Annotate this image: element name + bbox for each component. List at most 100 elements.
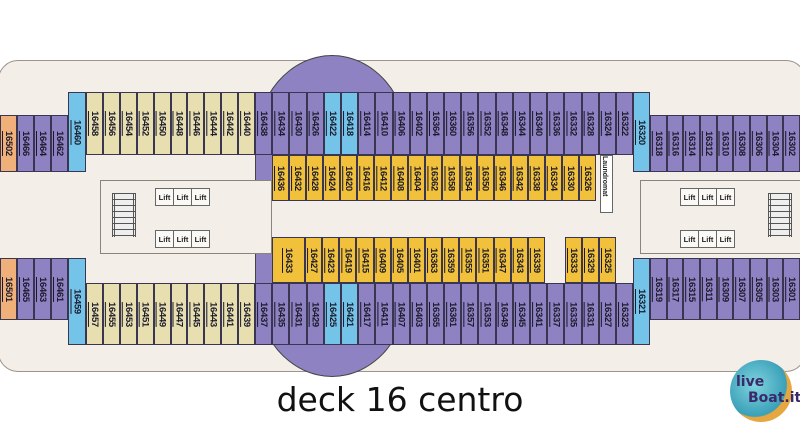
cabin-16306[interactable]: 16306 bbox=[750, 115, 767, 172]
cabin-16325[interactable]: 16325 bbox=[599, 237, 616, 283]
cabin-16458[interactable]: 16458 bbox=[86, 92, 103, 155]
cabin-16311[interactable]: 16311 bbox=[700, 258, 717, 320]
cabin-16314[interactable]: 16314 bbox=[683, 115, 701, 172]
cabin-16452[interactable]: 16452 bbox=[136, 92, 154, 155]
cabin-16356[interactable]: 16356 bbox=[461, 92, 479, 155]
cabin-16343[interactable]: 16343 bbox=[510, 237, 528, 283]
cabin-16424[interactable]: 16424 bbox=[323, 155, 341, 201]
cabin-16301[interactable]: 16301 bbox=[783, 258, 800, 320]
cabin-16344[interactable]: 16344 bbox=[512, 92, 530, 155]
cabin-16417[interactable]: 16417 bbox=[358, 283, 376, 345]
cabin-16331[interactable]: 16331 bbox=[581, 283, 599, 345]
cabin-16337[interactable]: 16337 bbox=[547, 283, 565, 345]
cabin-16404[interactable]: 16404 bbox=[408, 155, 426, 201]
cabin-16328[interactable]: 16328 bbox=[581, 92, 599, 155]
cabin-16362[interactable]: 16362 bbox=[425, 155, 443, 201]
cabin-16459[interactable]: 16459 bbox=[68, 258, 86, 345]
cabin-16302[interactable]: 16302 bbox=[783, 115, 800, 172]
cabin-16410[interactable]: 16410 bbox=[375, 92, 393, 155]
cabin-16432[interactable]: 16432 bbox=[289, 155, 307, 201]
cabin-16502[interactable]: 16502 bbox=[0, 115, 17, 172]
cabin-16349[interactable]: 16349 bbox=[495, 283, 513, 345]
cabin-16353[interactable]: 16353 bbox=[478, 283, 496, 345]
cabin-16326[interactable]: 16326 bbox=[578, 155, 596, 201]
cabin-16443[interactable]: 16443 bbox=[204, 283, 222, 345]
cabin-16436[interactable]: 16436 bbox=[272, 155, 290, 201]
cabin-16430[interactable]: 16430 bbox=[289, 92, 307, 155]
cabin-16438[interactable]: 16438 bbox=[255, 92, 273, 155]
cabin-16336[interactable]: 16336 bbox=[547, 92, 565, 155]
cabin-16411[interactable]: 16411 bbox=[375, 283, 393, 345]
cabin-16365[interactable]: 16365 bbox=[426, 283, 445, 345]
cabin-16441[interactable]: 16441 bbox=[221, 283, 239, 345]
cabin-16340[interactable]: 16340 bbox=[530, 92, 548, 155]
cabin-16312[interactable]: 16312 bbox=[700, 115, 717, 172]
cabin-16412[interactable]: 16412 bbox=[374, 155, 392, 201]
cabin-16420[interactable]: 16420 bbox=[340, 155, 358, 201]
cabin-16364[interactable]: 16364 bbox=[426, 92, 445, 155]
cabin-16421[interactable]: 16421 bbox=[340, 283, 359, 345]
cabin-16316[interactable]: 16316 bbox=[666, 115, 684, 172]
cabin-16348[interactable]: 16348 bbox=[495, 92, 513, 155]
cabin-16327[interactable]: 16327 bbox=[598, 283, 616, 345]
cabin-16363[interactable]: 16363 bbox=[424, 237, 443, 283]
cabin-16446[interactable]: 16446 bbox=[187, 92, 205, 155]
cabin-16341[interactable]: 16341 bbox=[530, 283, 548, 345]
cabin-16347[interactable]: 16347 bbox=[493, 237, 511, 283]
cabin-16440[interactable]: 16440 bbox=[238, 92, 256, 155]
cabin-16422[interactable]: 16422 bbox=[323, 92, 341, 155]
cabin-16456[interactable]: 16456 bbox=[102, 92, 120, 155]
cabin-16442[interactable]: 16442 bbox=[221, 92, 239, 155]
cabin-16465[interactable]: 16465 bbox=[17, 258, 34, 320]
cabin-16342[interactable]: 16342 bbox=[510, 155, 528, 201]
cabin-16310[interactable]: 16310 bbox=[716, 115, 734, 172]
cabin-16317[interactable]: 16317 bbox=[666, 258, 684, 320]
cabin-16335[interactable]: 16335 bbox=[564, 283, 582, 345]
cabin-16463[interactable]: 16463 bbox=[34, 258, 51, 320]
cabin-16318[interactable]: 16318 bbox=[650, 115, 667, 172]
cabin-16320[interactable]: 16320 bbox=[633, 92, 650, 172]
cabin-16431[interactable]: 16431 bbox=[289, 283, 307, 345]
cabin-16338[interactable]: 16338 bbox=[527, 155, 545, 201]
cabin-16350[interactable]: 16350 bbox=[476, 155, 494, 201]
cabin-16355[interactable]: 16355 bbox=[459, 237, 477, 283]
cabin-16457[interactable]: 16457 bbox=[86, 283, 103, 345]
cabin-16330[interactable]: 16330 bbox=[561, 155, 579, 201]
cabin-16361[interactable]: 16361 bbox=[444, 283, 462, 345]
cabin-16360[interactable]: 16360 bbox=[444, 92, 462, 155]
cabin-16308[interactable]: 16308 bbox=[733, 115, 751, 172]
cabin-16324[interactable]: 16324 bbox=[598, 92, 616, 155]
cabin-16403[interactable]: 16403 bbox=[409, 283, 427, 345]
cabin-16304[interactable]: 16304 bbox=[766, 115, 784, 172]
cabin-16332[interactable]: 16332 bbox=[564, 92, 582, 155]
cabin-16462[interactable]: 16462 bbox=[51, 115, 68, 172]
cabin-16418[interactable]: 16418 bbox=[340, 92, 359, 155]
cabin-16445[interactable]: 16445 bbox=[187, 283, 205, 345]
cabin-16428[interactable]: 16428 bbox=[306, 155, 324, 201]
cabin-16419[interactable]: 16419 bbox=[339, 237, 357, 283]
cabin-16346[interactable]: 16346 bbox=[493, 155, 511, 201]
cabin-16460[interactable]: 16460 bbox=[68, 92, 86, 172]
cabin-16359[interactable]: 16359 bbox=[442, 237, 460, 283]
cabin-16303[interactable]: 16303 bbox=[766, 258, 784, 320]
cabin-16408[interactable]: 16408 bbox=[391, 155, 409, 201]
cabin-16334[interactable]: 16334 bbox=[544, 155, 562, 201]
cabin-16357[interactable]: 16357 bbox=[461, 283, 479, 345]
cabin-16433[interactable]: 16433 bbox=[272, 237, 305, 283]
cabin-16416[interactable]: 16416 bbox=[357, 155, 375, 201]
cabin-16319[interactable]: 16319 bbox=[650, 258, 667, 320]
cabin-16450[interactable]: 16450 bbox=[153, 92, 171, 155]
cabin-16401[interactable]: 16401 bbox=[407, 237, 425, 283]
cabin-16435[interactable]: 16435 bbox=[272, 283, 290, 345]
cabin-16358[interactable]: 16358 bbox=[442, 155, 460, 201]
cabin-16309[interactable]: 16309 bbox=[716, 258, 734, 320]
cabin-16429[interactable]: 16429 bbox=[306, 283, 324, 345]
cabin-16447[interactable]: 16447 bbox=[170, 283, 188, 345]
cabin-16434[interactable]: 16434 bbox=[272, 92, 290, 155]
cabin-16409[interactable]: 16409 bbox=[373, 237, 391, 283]
cabin-16427[interactable]: 16427 bbox=[305, 237, 323, 283]
cabin-16448[interactable]: 16448 bbox=[170, 92, 188, 155]
cabin-16307[interactable]: 16307 bbox=[733, 258, 751, 320]
cabin-16414[interactable]: 16414 bbox=[358, 92, 376, 155]
cabin-16461[interactable]: 16461 bbox=[51, 258, 68, 320]
